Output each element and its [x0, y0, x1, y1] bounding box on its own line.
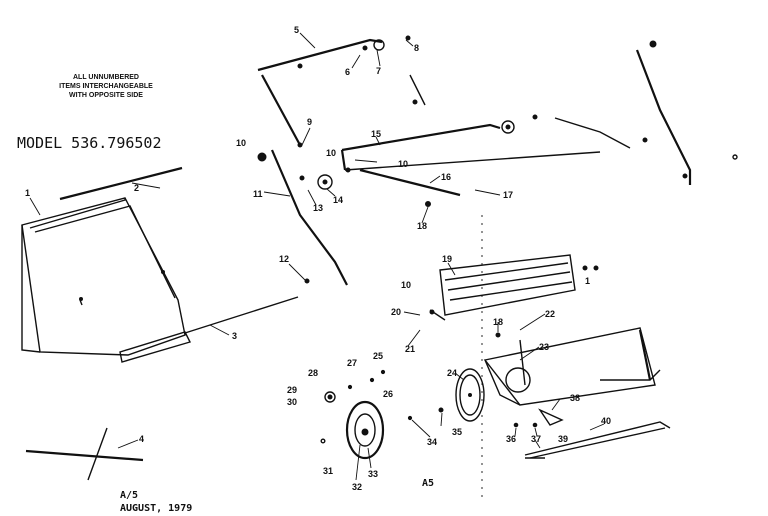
- footer-date: AUGUST, 1979: [120, 503, 192, 514]
- callout-37: 37: [531, 434, 541, 444]
- callout-22: 22: [545, 309, 555, 319]
- callout-5: 5: [294, 25, 299, 35]
- callout-14: 14: [333, 195, 343, 205]
- callout-32: 32: [352, 482, 362, 492]
- callout-29: 29: [287, 385, 297, 395]
- rod-3: [184, 296, 299, 334]
- callout-39: 39: [558, 434, 568, 444]
- callout-10b: 10: [326, 148, 336, 158]
- bracket-38-40: [524, 408, 671, 459]
- callout-4: 4: [139, 434, 144, 444]
- callout-3: 3: [232, 331, 237, 341]
- model-label: MODEL 536.796502: [17, 134, 162, 152]
- callout-31: 31: [323, 466, 333, 476]
- callout-7: 7: [376, 66, 381, 76]
- callout-38: 38: [570, 393, 580, 403]
- note-line-2: ITEMS INTERCHANGEABLE: [59, 83, 153, 90]
- link-16-17: [317, 151, 601, 207]
- callout-11: 11: [253, 189, 263, 199]
- callout-18b: 18: [493, 317, 503, 327]
- callout-16: 16: [441, 172, 451, 182]
- rod-2: [59, 166, 183, 201]
- callout-19: 19: [442, 254, 452, 264]
- callout-24: 24: [447, 368, 457, 378]
- small-parts: [320, 369, 538, 444]
- callout-40: 40: [601, 416, 611, 426]
- callout-10c: 10: [398, 159, 408, 169]
- callout-labels: 1 2 3 4 5 6 7 8 9 10 10 10 10 11 12 13 1…: [25, 25, 611, 492]
- callout-20: 20: [391, 307, 401, 317]
- hopper: [21, 197, 192, 363]
- footer-code: A/5: [120, 490, 138, 501]
- callout-21: 21: [405, 344, 415, 354]
- housing-22: [483, 327, 661, 406]
- callout-1: 1: [25, 188, 30, 198]
- callout-8: 8: [414, 43, 419, 53]
- callout-1b: 1: [585, 276, 590, 286]
- note-line-3: WITH OPPOSITE SIDE: [69, 92, 143, 99]
- callout-27: 27: [347, 358, 357, 368]
- crossbar-15: [340, 114, 538, 171]
- callout-13: 13: [313, 203, 323, 213]
- note-line-1: ALL UNNUMBERED: [73, 74, 139, 81]
- callout-35: 35: [452, 427, 462, 437]
- callout-15: 15: [371, 129, 381, 139]
- callout-25: 25: [373, 351, 383, 361]
- brush-19: [429, 254, 599, 321]
- callout-28: 28: [308, 368, 318, 378]
- callout-9: 9: [307, 117, 312, 127]
- wheel-24: [455, 368, 485, 422]
- wheel-32-33: [345, 400, 385, 460]
- rod-4: [25, 427, 144, 481]
- handle-lower-11: [257, 142, 348, 286]
- callout-2: 2: [134, 183, 139, 193]
- callout-23: 23: [539, 342, 549, 352]
- handle-right-arm: [554, 40, 738, 185]
- page-mark: A5: [422, 478, 434, 489]
- callout-30: 30: [287, 397, 297, 407]
- callout-26: 26: [383, 389, 393, 399]
- callout-6: 6: [345, 67, 350, 77]
- callout-34: 34: [427, 437, 437, 447]
- leader-lines: [29, 32, 605, 481]
- callout-36: 36: [506, 434, 516, 444]
- callout-10d: 10: [401, 280, 411, 290]
- callout-18a: 18: [417, 221, 427, 231]
- handle-upper-5: [257, 35, 426, 146]
- callout-17: 17: [503, 190, 513, 200]
- callout-10a: 10: [236, 138, 246, 148]
- callout-12: 12: [279, 254, 289, 264]
- callout-33: 33: [368, 469, 378, 479]
